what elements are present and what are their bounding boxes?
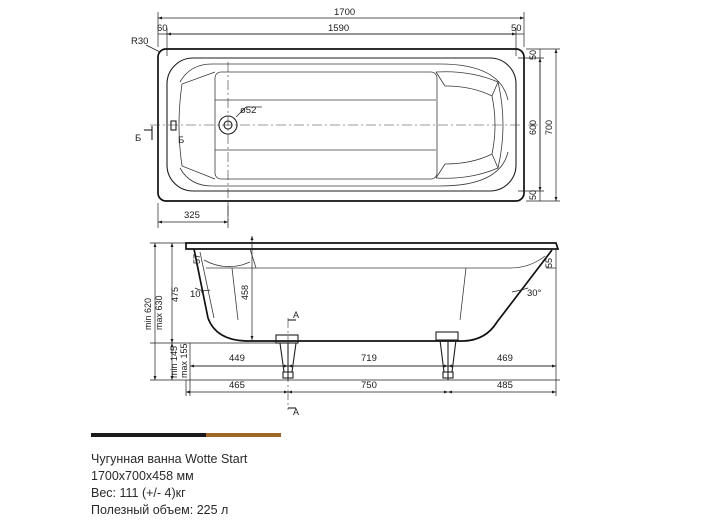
accent-bar [91, 433, 281, 437]
dim-outer-middle: 750 [361, 380, 377, 391]
caption-product-name: Чугунная ванна Wotte Start [91, 452, 248, 466]
dim-right-rim: 50 [511, 23, 522, 34]
dim-inner-depth: 458 [240, 285, 250, 300]
dim-foot-max: max 155 [179, 343, 189, 378]
dim-rim-top: 50 [528, 50, 538, 60]
section-mark-right: Б [178, 135, 184, 146]
dim-overall-length: 1700 [334, 7, 355, 18]
caption-weight: Вес: 111 (+/- 4)кг [91, 486, 186, 500]
dim-drain-offset: 325 [184, 210, 200, 221]
dim-rim-bottom: 50 [528, 190, 538, 200]
right-foot [435, 331, 459, 380]
drain-hole [218, 115, 238, 135]
dim-rim-right: 55 [544, 258, 554, 268]
section-mark-top: A [293, 310, 299, 320]
accent-bar-brown [206, 433, 281, 437]
angle-left-label: 10° [190, 289, 205, 300]
bathtub-technical-drawing: ø52 Б Б 1700 60 1590 50 R30 325 [131, 7, 560, 417]
top-view: ø52 Б Б 1700 60 1590 50 R30 325 [131, 7, 560, 228]
tub-side-body [193, 248, 553, 342]
angle-right-label: 30° [527, 288, 542, 299]
dim-inner-right: 469 [497, 353, 513, 364]
dim-outer-right: 485 [497, 380, 513, 391]
section-mark-left: Б [135, 133, 141, 144]
drain-diameter-label: ø52 [240, 105, 256, 116]
tub-inner-bowl [166, 57, 517, 192]
dim-foot-min: min 145 [169, 346, 179, 378]
side-view: A A 458 min 620 max 630 475 min 145 max … [143, 236, 560, 417]
dim-overall-width: 700 [544, 120, 554, 135]
dim-tub-height: 475 [170, 287, 180, 302]
tub-side-rim [185, 242, 560, 250]
overflow-hole [170, 120, 177, 131]
dim-inner-left: 449 [229, 353, 245, 364]
section-mark-bottom: A [293, 407, 299, 417]
dim-inner-middle: 719 [361, 353, 377, 364]
dim-inner-length: 1590 [328, 23, 349, 34]
headrest-outline [435, 71, 504, 179]
tub-basin-floor [214, 71, 438, 180]
accent-bar-dark [91, 433, 206, 437]
dim-rim-left: 57 [192, 254, 202, 264]
dim-height-max: max 630 [154, 295, 164, 330]
product-caption: Чугунная ванна Wotte Start 1700x700x458 … [91, 433, 281, 519]
dim-left-rim: 60 [157, 23, 168, 34]
dim-outer-left: 465 [229, 380, 245, 391]
dim-corner-radius: R30 [131, 36, 148, 47]
dim-inner-width: 600 [528, 120, 538, 135]
dim-height-min: min 620 [143, 298, 153, 330]
caption-dimensions: 1700x700x458 мм [91, 469, 194, 483]
caption-volume: Полезный объем: 225 л [91, 503, 229, 517]
